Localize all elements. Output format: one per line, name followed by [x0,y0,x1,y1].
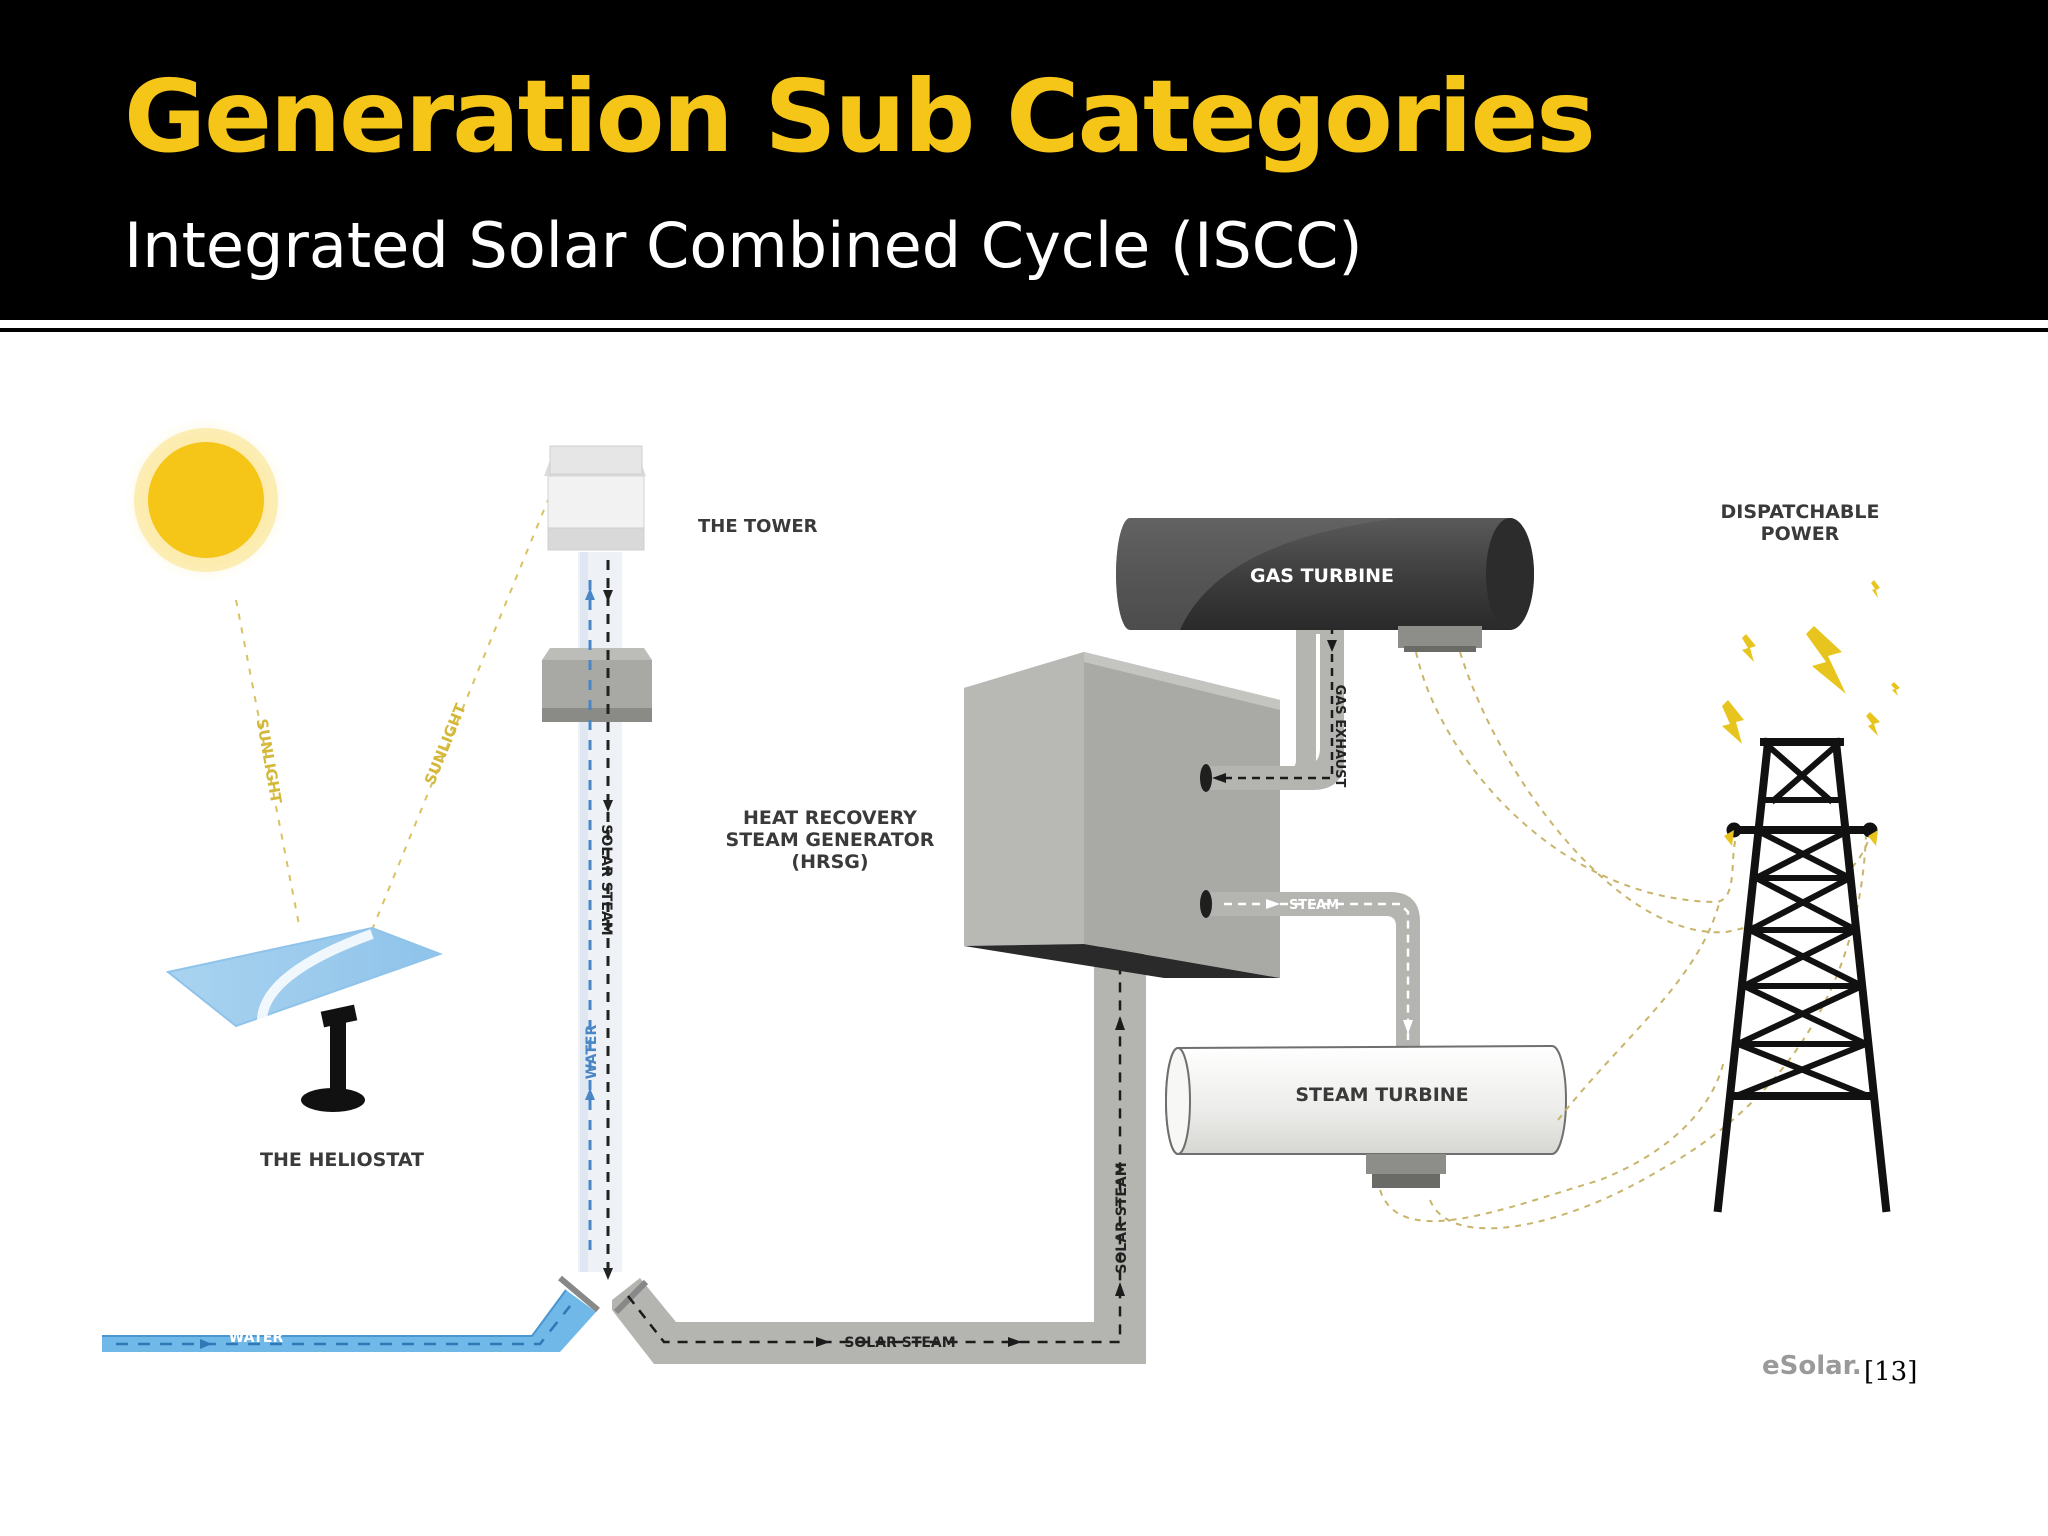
sun-icon [124,418,288,582]
hrsg-label-line1: HEAT RECOVERY [743,807,917,829]
dispatchable-power-label-line2: POWER [1761,523,1840,545]
steam-pipe [1206,892,1420,1046]
water-inlet-label: WATER [229,1330,284,1346]
solar-steam-bottom-flow [627,966,1122,1344]
steam-turbine [1165,1044,1567,1188]
lightning-bolts-icon [1722,580,1900,846]
slide-subtitle: Integrated Solar Combined Cycle (ISCC) [124,209,1363,282]
sunlight-label-right: SUNLIGHT [421,700,470,787]
gas-turbine [1116,518,1534,652]
solar-steam-pipe [612,956,1146,1364]
steam-label: STEAM [1289,898,1339,913]
slide-header: Generation Sub Categories Integrated Sol… [0,0,2048,320]
tower-solar-steam-label: SOLAR STEAM [598,824,614,935]
heliostat-icon [165,926,443,1112]
power-connectors [1379,651,1871,1230]
gas-exhaust-flow [1216,626,1334,780]
slide-title: Generation Sub Categories [124,58,1596,175]
heliostat-label: THE HELIOSTAT [260,1149,424,1171]
sunlight-label-left: SUNLIGHT [253,717,286,805]
solar-steam-riser-label: SOLAR STEAM [1114,1162,1130,1273]
transmission-tower-icon [1713,737,1891,1213]
steam-turbine-label: STEAM TURBINE [1295,1084,1468,1106]
water-inlet-pipe [102,1290,596,1352]
water-inlet-flow [116,1305,571,1346]
solar-tower [542,445,652,1272]
hrsg-label-line2: STEAM GENERATOR [726,829,935,851]
steam-flow [1224,902,1410,1040]
hrsg-label-line3: (HRSG) [791,851,868,873]
sunlight-ray-incoming [235,599,301,931]
gas-exhaust-label: GAS EXHAUST [1332,685,1347,788]
citation: [13] [1864,1357,1917,1387]
header-divider [0,328,2048,332]
dispatchable-power-label-line1: DISPATCHABLE [1720,501,1879,523]
solar-steam-bottom-label: SOLAR STEAM [844,1335,955,1351]
tower-water-label: WATER [584,1025,600,1080]
tower-label: THE TOWER [698,516,818,537]
gas-turbine-label: GAS TURBINE [1250,565,1394,587]
hrsg-unit [964,652,1280,978]
esolar-logo: eSolar. [1762,1351,1862,1381]
